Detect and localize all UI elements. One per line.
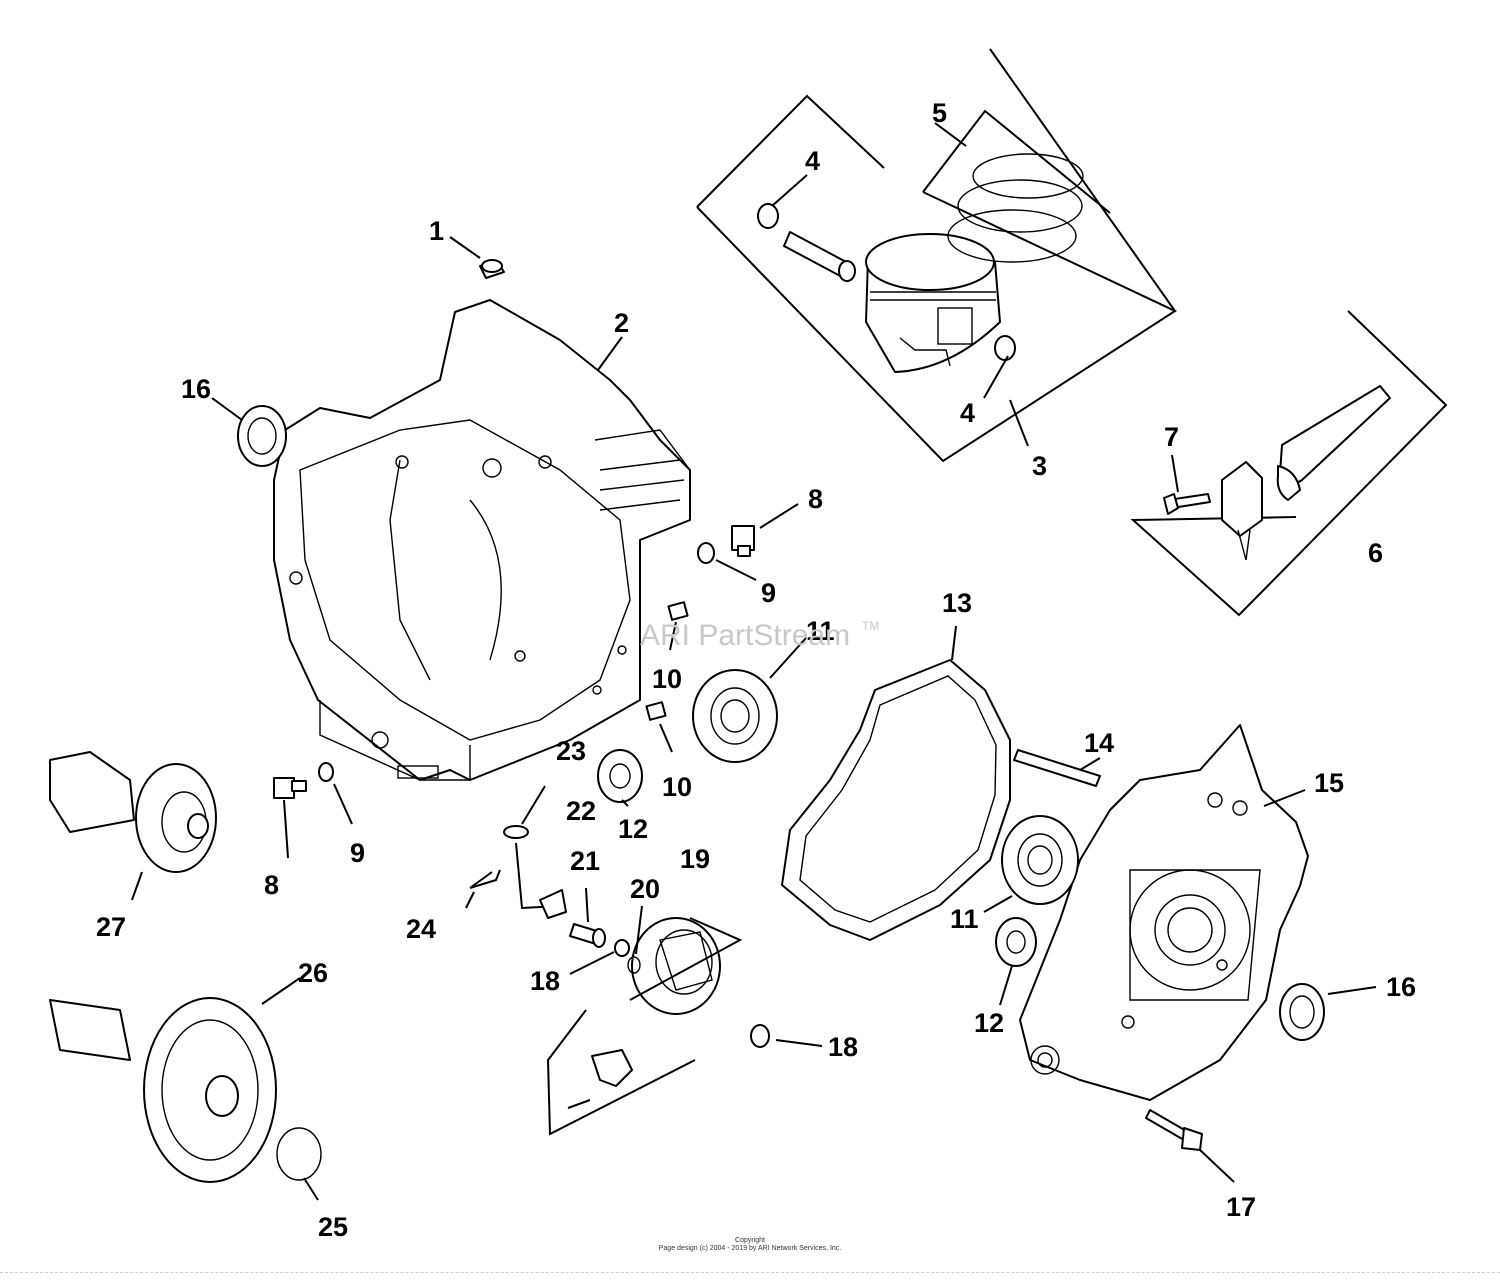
callout-12a: 12 — [618, 814, 648, 844]
rod-bolt-part — [1163, 493, 1211, 515]
footer-copyright: Copyright — [735, 1237, 765, 1244]
callout-18b: 18 — [828, 1032, 858, 1062]
watermark-text: ARI PartStream — [640, 619, 850, 652]
needle-bearing-part-lower — [995, 917, 1037, 967]
callout-20: 20 — [630, 874, 660, 904]
gasket-part — [781, 659, 1011, 941]
governor-gear-part — [631, 917, 721, 1015]
nut-part — [479, 259, 505, 279]
callout-3: 3 — [1032, 451, 1047, 481]
drain-plug-part-lower — [273, 777, 307, 799]
piston-part — [865, 233, 1001, 373]
callout-8b: 8 — [264, 870, 279, 900]
callout-6: 6 — [1368, 538, 1383, 568]
callout-9a: 9 — [761, 578, 776, 608]
washer-part-upper — [697, 542, 715, 564]
callout-10b: 10 — [662, 772, 692, 802]
connecting-rod-part — [1276, 385, 1391, 501]
callout-11a: 11 — [806, 616, 835, 646]
oil-seal-part-lower — [1279, 983, 1325, 1041]
callout-7: 7 — [1164, 422, 1179, 452]
callout-5: 5 — [932, 98, 947, 128]
connecting-rod-group — [1130, 310, 1448, 617]
piston-pin-part — [783, 231, 856, 282]
bolt-part — [1145, 1109, 1203, 1151]
leader-lines — [131, 236, 1377, 1201]
callout-27: 27 — [96, 912, 126, 942]
hitch-pin-part — [469, 869, 501, 889]
piston-kit-group — [696, 48, 1178, 463]
callout-1: 1 — [429, 216, 444, 246]
ball-bearing-part-upper — [692, 669, 778, 763]
footer-page-design: Page design (c) 2004 - 2019 by ARI Netwo… — [658, 1245, 842, 1252]
callout-26: 26 — [298, 958, 328, 988]
needle-bearing-part-upper — [597, 749, 643, 803]
governor-spool-part — [591, 1049, 633, 1087]
washer-part-18a — [614, 939, 630, 957]
callout-16a: 16 — [181, 374, 211, 404]
callout-11b: 11 — [950, 904, 979, 934]
callout-4a: 4 — [805, 146, 820, 176]
camshaft-part — [49, 997, 277, 1183]
rod-cap-part — [1221, 461, 1263, 561]
callout-19: 19 — [680, 844, 710, 874]
regulating-pin-part — [569, 923, 606, 948]
crankshaft-gear-part — [49, 751, 217, 873]
callout-10a: 10 — [652, 664, 682, 694]
callout-15: 15 — [1314, 768, 1344, 798]
piston-pin-clip-part — [757, 203, 779, 229]
callout-22: 22 — [566, 796, 596, 826]
oil-seal-part-upper — [237, 405, 287, 467]
bottom-divider — [0, 1272, 1500, 1273]
dowel-pin-part-lower — [645, 701, 667, 721]
washer-part-lower — [318, 762, 334, 782]
callout-21: 21 — [570, 846, 600, 876]
washer-part-23 — [503, 825, 529, 839]
callout-8a: 8 — [808, 484, 823, 514]
callout-4b: 4 — [960, 398, 975, 428]
callout-2: 2 — [614, 308, 629, 338]
piston-rings-part — [947, 153, 1084, 263]
drain-plug-part-upper — [731, 525, 755, 557]
callout-13: 13 — [942, 588, 972, 618]
retaining-ring-part — [627, 956, 641, 974]
o-ring-part — [276, 1127, 322, 1181]
governor-kit-bracket — [629, 917, 743, 1001]
governor-kit-bracket-2 — [546, 1009, 696, 1136]
callout-14: 14 — [1084, 728, 1114, 758]
closure-plate-part — [1019, 724, 1309, 1101]
callout-23: 23 — [556, 736, 586, 766]
dowel-rod-part — [1013, 749, 1101, 787]
callout-9b: 9 — [350, 838, 365, 868]
callout-25: 25 — [318, 1212, 348, 1242]
callout-18a: 18 — [530, 966, 560, 996]
callout-12b: 12 — [974, 1008, 1004, 1038]
piston-pin-clip-part-2 — [994, 335, 1016, 361]
dowel-pin-part-upper — [667, 601, 689, 621]
callout-24: 24 — [406, 914, 436, 944]
callout-17: 17 — [1226, 1192, 1256, 1222]
watermark-trademark: TM — [862, 619, 879, 633]
governor-pin-part — [567, 1099, 591, 1109]
callout-16b: 16 — [1386, 972, 1416, 1002]
ball-bearing-part-lower — [1001, 815, 1079, 905]
washer-part-18b — [750, 1024, 770, 1048]
crankcase-part — [273, 299, 691, 781]
callout-labels: 1 2 3 4 4 5 6 7 8 8 9 9 10 10 11 11 12 1… — [96, 98, 1416, 1242]
